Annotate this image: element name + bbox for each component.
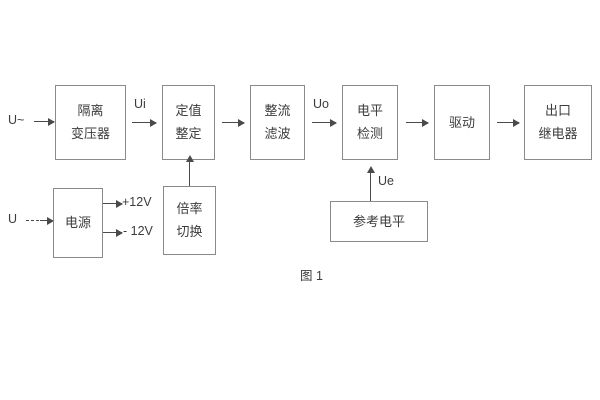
block-isolation-transformer[interactable]: 隔离 变压器 [55,85,126,160]
input-ac-label: U~ [8,113,25,127]
block-power-supply-line1: 电源 [64,215,91,231]
block-drive[interactable]: 驱动 [434,85,490,160]
block-output-relay-line2: 继电器 [538,126,578,141]
block-setting-value-line1: 定值 [175,103,202,119]
block-level-detection-line1: 电平 [356,103,383,119]
arrow-reference-level-to-level-detection [366,166,375,201]
arrow-isolation-transformer-to-setting-value [132,118,157,127]
block-isolation-transformer-line2: 变压器 [70,126,110,141]
block-reference-level-line1: 参考电平 [352,213,405,229]
block-reference-level[interactable]: 参考电平 [330,201,428,242]
rail-negative-label: - 12V [123,224,153,238]
signal-ue-label: Ue [378,174,394,188]
block-output-relay[interactable]: 出口 继电器 [524,85,592,160]
block-multiplier-switch-line1: 倍率 [176,201,203,217]
block-level-detection-line2: 检测 [356,126,383,141]
arrow-level-detection-to-drive [406,118,429,127]
arrow-rail-positive [103,199,123,208]
figure-caption: 图 1 [300,269,323,283]
arrow-input-ac-to-isolation-transformer [34,117,55,126]
arrow-multiplier-switch-to-setting-value [185,155,194,186]
block-rectify-filter[interactable]: 整流 滤波 [250,85,305,160]
block-power-supply[interactable]: 电源 [53,188,103,258]
arrow-rectify-filter-to-level-detection [312,118,337,127]
arrow-drive-to-output-relay [497,118,520,127]
dashed-segment-input-dc [26,220,39,221]
signal-uo-label: Uo [313,97,329,111]
arrow-input-dc-to-power-supply [40,216,54,225]
block-level-detection[interactable]: 电平 检测 [342,85,398,160]
block-multiplier-switch[interactable]: 倍率 切换 [163,186,216,255]
arrow-rail-negative [103,228,123,237]
block-output-relay-line1: 出口 [544,103,571,119]
block-setting-value-line2: 整定 [175,126,202,141]
block-multiplier-switch-line2: 切换 [176,224,203,239]
rail-positive-label: +12V [122,195,152,209]
block-rectify-filter-line2: 滤波 [264,126,291,141]
block-drive-line1: 驱动 [448,114,475,130]
arrow-setting-value-to-rectify-filter [222,118,245,127]
signal-ui-label: Ui [134,97,146,111]
block-isolation-transformer-line1: 隔离 [77,103,104,119]
input-dc-label: U [8,212,18,226]
block-setting-value[interactable]: 定值 整定 [162,85,215,160]
block-rectify-filter-line1: 整流 [264,103,291,119]
